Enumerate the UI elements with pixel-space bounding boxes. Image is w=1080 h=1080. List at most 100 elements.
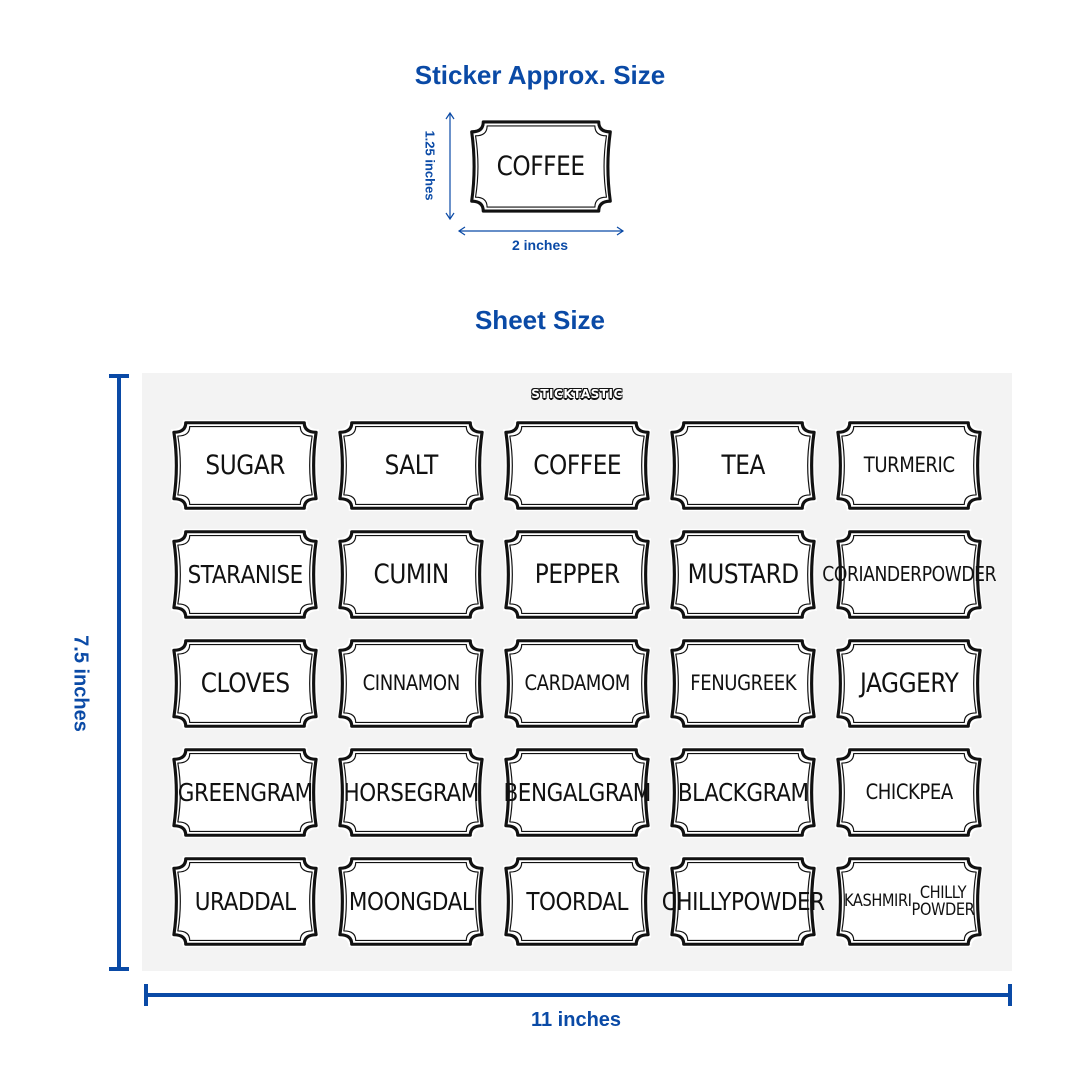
sticker-label: SALT	[332, 418, 490, 513]
sticker-label: JAGGERY	[830, 636, 988, 731]
sticker-frame	[502, 746, 652, 839]
sticker-frame	[668, 419, 818, 512]
sticker-frame	[502, 528, 652, 621]
sticker-frame	[336, 528, 486, 621]
sheet-height-dimension-line	[109, 374, 129, 971]
sticker-text-line: PEPPER	[534, 558, 620, 590]
sticker-frame	[834, 637, 984, 730]
sticker-frame	[502, 855, 652, 948]
sample-sticker: COFFEE	[464, 117, 618, 216]
brand-logo: STICKTASTIC	[531, 387, 623, 401]
sticker-text: MUSTARD	[687, 527, 799, 622]
sheet-width-label: 11 inches	[530, 1009, 622, 1031]
sticker-text-line: ANISE	[240, 559, 303, 589]
sticker-text: CLOVES	[191, 636, 300, 731]
sticker-text-line: DAL	[253, 886, 296, 916]
sticker-text-line: BLACK	[677, 777, 747, 807]
sticker-text-line: BENGAL	[503, 777, 589, 807]
sample-sticker-label: COFFEE	[497, 150, 585, 182]
sticker-text: PEPPER	[523, 527, 632, 622]
sticker-label: PEPPER	[498, 527, 656, 622]
sample-height-label: 1.25 inches	[422, 130, 438, 201]
sticker-frame	[668, 637, 818, 730]
sticker-text: CUMIN	[357, 527, 466, 622]
sticker-text-line: CUMIN	[373, 558, 449, 590]
sticker-frame	[170, 855, 320, 948]
sticker-sheet: STICKTASTIC SUGAR SALT COFFEE TEA TURMER…	[142, 373, 1012, 971]
sticker-text-line: GRAM	[250, 777, 313, 807]
sticker-frame	[336, 855, 486, 948]
sticker-label: CLOVES	[166, 636, 324, 731]
sticker-text-line: HORSE	[343, 777, 417, 807]
sticker-text-line: TOOR	[526, 886, 587, 916]
sticker-text-line: CINNAMON	[362, 670, 460, 695]
sticker-label: MUSTARD	[664, 527, 822, 622]
sticker-text-line: URAD	[194, 886, 255, 916]
sticker-label: CUMIN	[332, 527, 490, 622]
sticker-text: TEA	[689, 418, 798, 513]
sticker-text-line: TURMERIC	[863, 452, 955, 477]
sticker-text-line: STAR	[187, 559, 241, 589]
sticker-text: JAGGERY	[855, 636, 964, 731]
sticker-frame	[834, 746, 984, 839]
sticker-frame	[170, 746, 320, 839]
sticker-text: CHICKPEA	[855, 745, 964, 840]
sticker-text: TURMERIC	[855, 418, 964, 513]
sticker-text-line: GRAM	[746, 777, 809, 807]
sticker-text-line: FENUGREEK	[690, 670, 796, 695]
sticker-text-line: DAL	[586, 886, 628, 916]
sticker-text-line: DAL	[431, 886, 474, 916]
sticker-frame	[502, 637, 652, 730]
sticker-frame	[502, 419, 652, 512]
sticker-frame	[170, 637, 320, 730]
sample-width-arrow	[457, 226, 625, 236]
sticker-text-line: GRAM	[416, 777, 479, 807]
sticker-text: FENUGREEK	[689, 636, 798, 731]
sticker-text-line: MUSTARD	[687, 558, 799, 590]
sticker-frame	[668, 746, 818, 839]
sticker-label: FENUGREEK	[664, 636, 822, 731]
sheet-width-dimension-line	[144, 984, 1012, 1006]
sticker-text: COFFEE	[523, 418, 632, 513]
sticker-frame	[336, 746, 486, 839]
sticker-text: CARDAMOM	[523, 636, 632, 731]
sticker-text-line: CORIANDER	[822, 562, 922, 586]
sticker-frame	[834, 855, 984, 948]
sticker-text-line: MOONG	[348, 886, 432, 916]
sticker-text: CINNAMON	[357, 636, 466, 731]
sheet-size-heading: Sheet Size	[474, 305, 606, 335]
sticker-frame	[668, 855, 818, 948]
sticker-text-line: GREEN	[177, 777, 251, 807]
sheet-height-label: 7.5 inches	[69, 635, 92, 732]
sticker-frame	[668, 528, 818, 621]
sample-width-label: 2 inches	[511, 237, 569, 253]
sticker-label: TEA	[664, 418, 822, 513]
sticker-text-line: GRAM	[588, 777, 651, 807]
sticker-text: SUGAR	[191, 418, 300, 513]
sticker-label: COFFEE	[498, 418, 656, 513]
sticker-label: TURMERIC	[830, 418, 988, 513]
sticker-text-line: CARDAMOM	[524, 670, 630, 695]
sticker-text-line: SALT	[384, 449, 438, 481]
sticker-frame	[170, 528, 320, 621]
sticker-frame	[834, 419, 984, 512]
sticker-frame	[468, 118, 614, 215]
sticker-size-heading: Sticker Approx. Size	[414, 60, 666, 90]
